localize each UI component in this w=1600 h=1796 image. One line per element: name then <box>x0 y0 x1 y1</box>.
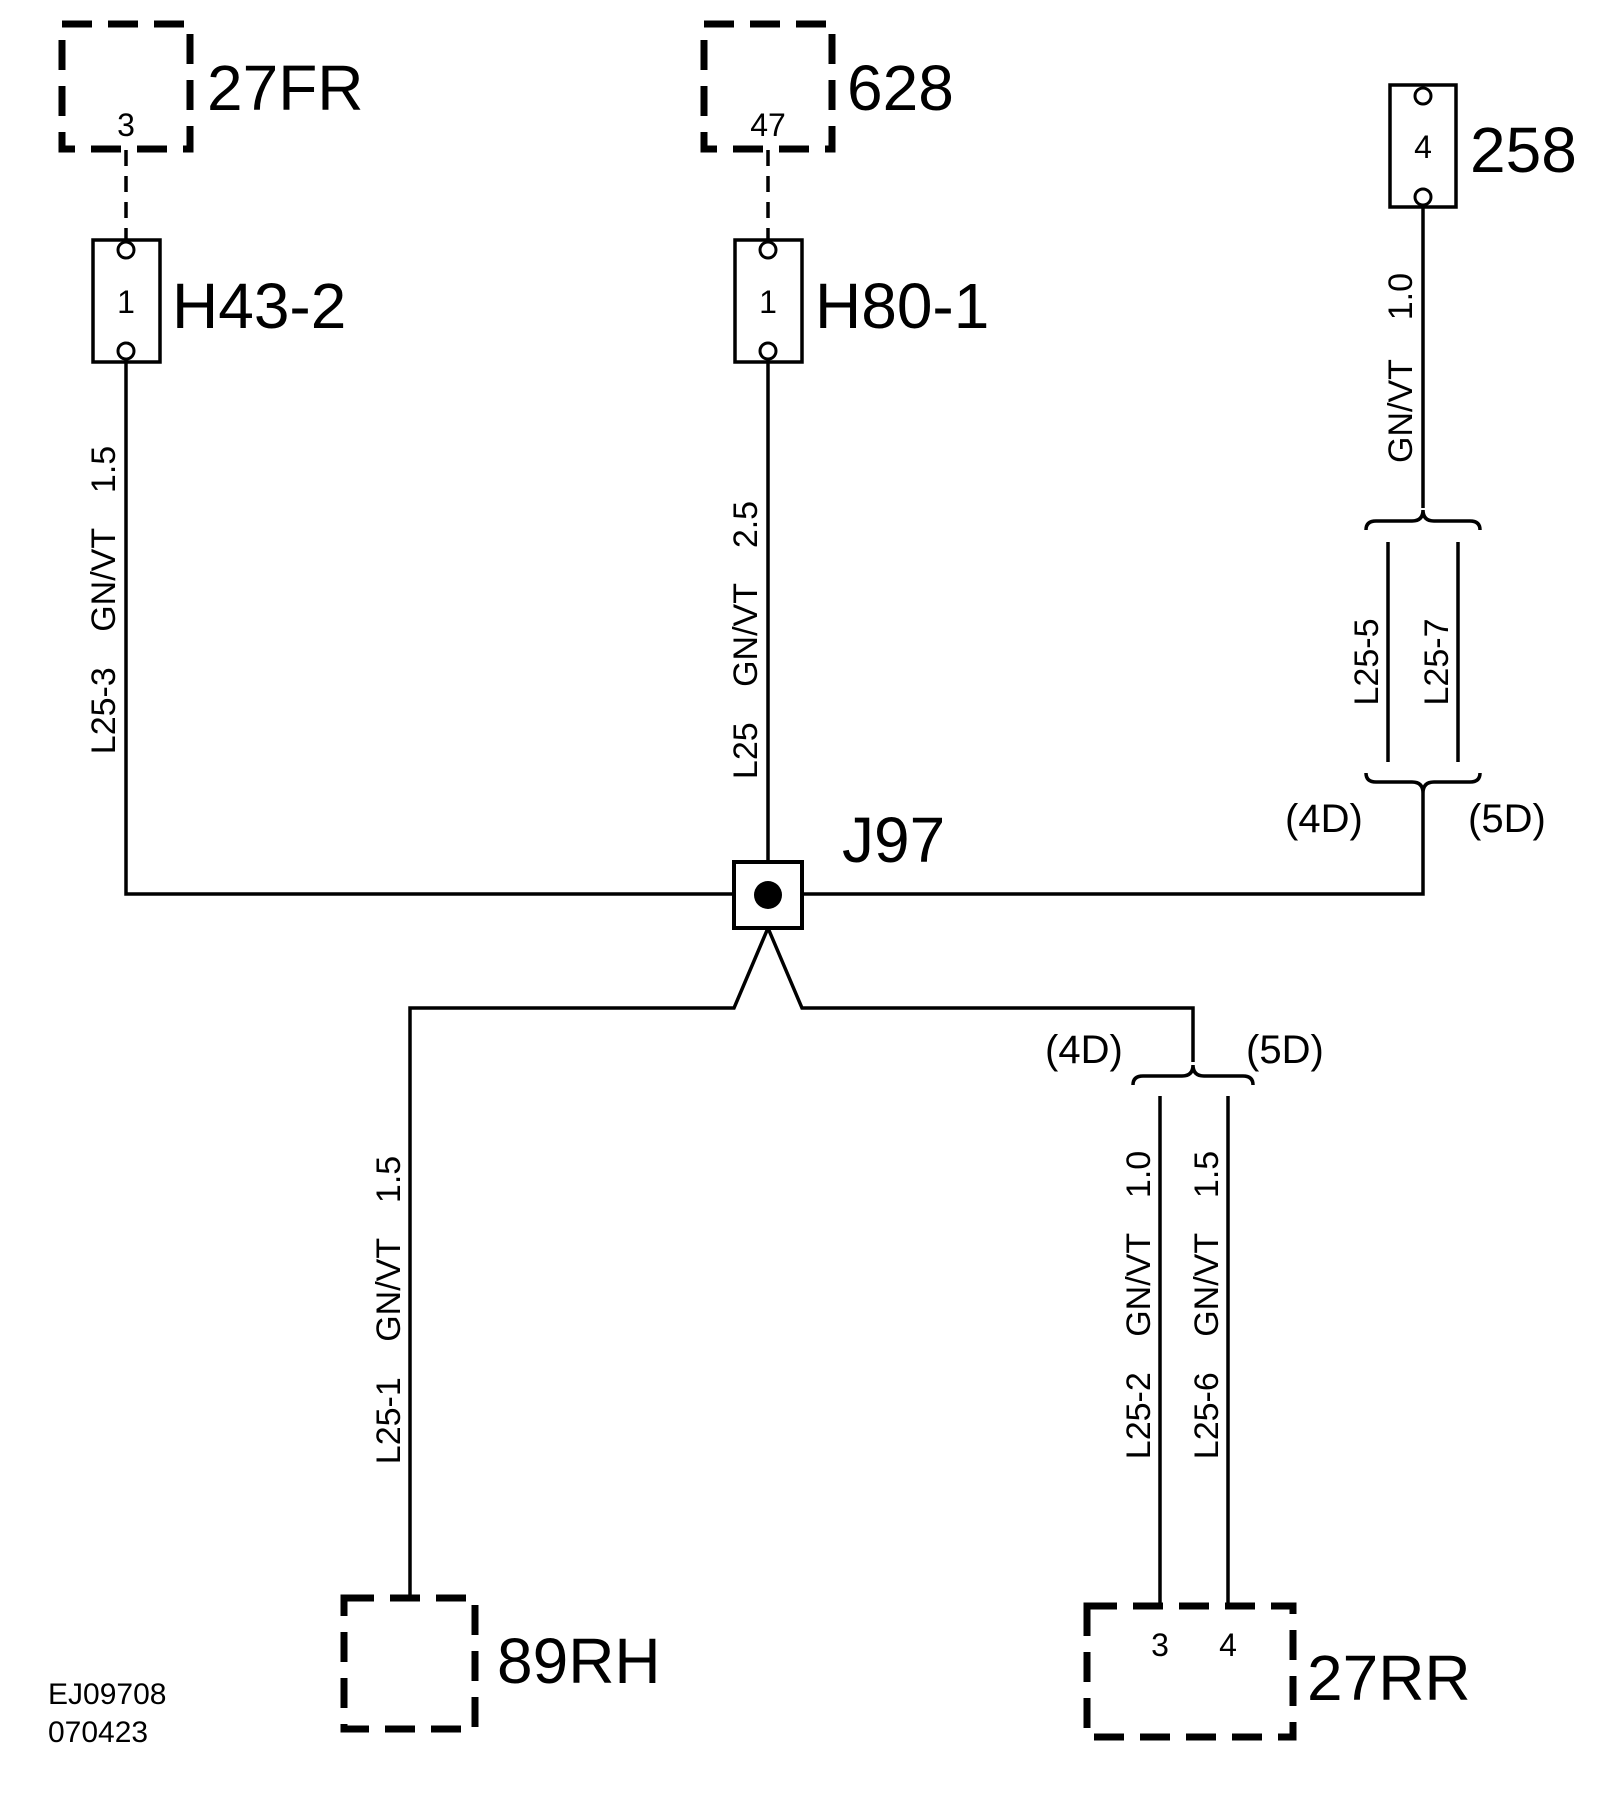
wire-l25-1 <box>408 927 770 1595</box>
connector-258-pin-top <box>1413 86 1433 106</box>
connector-628-label: 628 <box>847 52 954 124</box>
variant-lower-right: (5D) <box>1246 1028 1324 1072</box>
connector-258-pin-bottom <box>1413 187 1433 207</box>
connector-h43-2-pin: 1 <box>117 284 135 320</box>
connector-27fr: 3 27FR <box>58 20 364 153</box>
wire-l25-2-color: GN/VT <box>1120 1234 1158 1337</box>
connector-h43-2: 1 H43-2 <box>91 238 346 364</box>
variant-lower-left: (4D) <box>1045 1028 1123 1072</box>
connector-h80-1: 1 H80-1 <box>733 238 989 364</box>
wire-label-l25-6: L25-6 GN/VT 1.5 <box>1188 1151 1226 1459</box>
junction-j97-label: J97 <box>842 804 945 876</box>
connector-h43-2-label: H43-2 <box>172 270 346 342</box>
svg-text:GN/VT 1.0: GN/VT 1.0 <box>1382 273 1420 463</box>
wire-l25-1-size: 1.5 <box>370 1156 408 1203</box>
connector-h80-1-pin-top <box>758 240 778 260</box>
wire-l25-2-id: L25-2 <box>1120 1372 1158 1459</box>
svg-text:L25-6 GN/VT 1.5: L25-6 GN/VT 1.5 <box>1188 1151 1226 1459</box>
connector-258: 4 258 <box>1388 83 1577 209</box>
connector-h80-1-pin: 1 <box>759 284 777 320</box>
variant-upper-left: (4D) <box>1285 797 1363 841</box>
reference-date: 070423 <box>48 1716 148 1749</box>
wire-label-l25-2: L25-2 GN/VT 1.0 <box>1120 1151 1158 1459</box>
wire-label-l25-3: L25-3 GN/VT 1.5 <box>85 446 123 754</box>
lower-split-brace <box>1131 1064 1255 1086</box>
wire-l25-1-id: L25-1 <box>370 1377 408 1464</box>
upper-split-brace-top <box>1364 509 1482 531</box>
wire-258-to-junction <box>802 793 1425 896</box>
wire-l25-3-size: 1.5 <box>85 446 123 493</box>
svg-text:L25-2 GN/VT 1.0: L25-2 GN/VT 1.0 <box>1120 1151 1158 1459</box>
svg-text:L25 GN/VT 2.5: L25 GN/VT 2.5 <box>727 501 765 779</box>
wire-l25-color: GN/VT <box>727 584 765 687</box>
svg-text:L25-1 GN/VT 1.5: L25-1 GN/VT 1.5 <box>370 1156 408 1464</box>
connector-628: 47 628 <box>700 20 954 153</box>
wire-to-27rr <box>766 927 1195 1062</box>
wire-l25-size: 2.5 <box>727 501 765 548</box>
connector-h43-2-pin-bottom <box>116 341 136 361</box>
wire-label-l25-5: L25-5 <box>1348 619 1386 706</box>
connector-89rh-body <box>340 1594 479 1733</box>
wire-l25-1-color: GN/VT <box>370 1239 408 1342</box>
reference-code: EJ09708 <box>48 1678 166 1711</box>
connector-27fr-pin: 3 <box>117 107 135 143</box>
connector-27rr-pin-right: 4 <box>1219 1627 1237 1663</box>
connector-27rr-label: 27RR <box>1307 1642 1471 1714</box>
connector-h80-1-pin-bottom <box>758 341 778 361</box>
connector-89rh-label: 89RH <box>497 1625 661 1697</box>
wire-l25-7-id: L25-7 <box>1418 619 1456 706</box>
variant-upper-right: (5D) <box>1468 797 1546 841</box>
connector-27rr-pin-left: 3 <box>1151 1627 1169 1663</box>
connector-h80-1-label: H80-1 <box>815 270 989 342</box>
wire-l25-2-size: 1.0 <box>1120 1151 1158 1198</box>
connector-27fr-body <box>58 20 194 153</box>
wire-label-l25: L25 GN/VT 2.5 <box>727 501 765 779</box>
svg-text:L25-3 GN/VT 1.5: L25-3 GN/VT 1.5 <box>85 446 123 754</box>
wire-258-size: 1.0 <box>1382 273 1420 320</box>
junction-j97-node <box>754 881 782 909</box>
wire-label-l25-1: L25-1 GN/VT 1.5 <box>370 1156 408 1464</box>
junction-j97: J97 <box>732 804 945 930</box>
connector-27fr-label: 27FR <box>207 52 364 124</box>
upper-split-brace-bottom <box>1364 772 1482 794</box>
connector-89rh: 89RH <box>340 1594 661 1733</box>
wire-l25-id: L25 <box>727 722 765 779</box>
connector-258-label: 258 <box>1470 114 1577 186</box>
connector-27rr-body <box>1083 1602 1297 1741</box>
wire-258-color: GN/VT <box>1382 360 1420 463</box>
wire-l25-5-id: L25-5 <box>1348 619 1386 706</box>
wire-l25-6-id: L25-6 <box>1188 1372 1226 1459</box>
wire-label-l25-7: L25-7 <box>1418 619 1456 706</box>
connector-628-pin: 47 <box>750 107 786 143</box>
wire-l25-3 <box>124 359 735 896</box>
wire-label-258: GN/VT 1.0 <box>1382 273 1420 463</box>
connector-258-pin: 4 <box>1414 129 1432 165</box>
wire-l25-6-size: 1.5 <box>1188 1151 1226 1198</box>
wire-l25-6-color: GN/VT <box>1188 1234 1226 1337</box>
connector-628-body <box>700 20 836 153</box>
connector-h43-2-pin-top <box>116 240 136 260</box>
connector-27rr: 3 4 27RR <box>1083 1602 1471 1741</box>
wire-l25-3-id: L25-3 <box>85 667 123 754</box>
wire-l25-3-color: GN/VT <box>85 529 123 632</box>
